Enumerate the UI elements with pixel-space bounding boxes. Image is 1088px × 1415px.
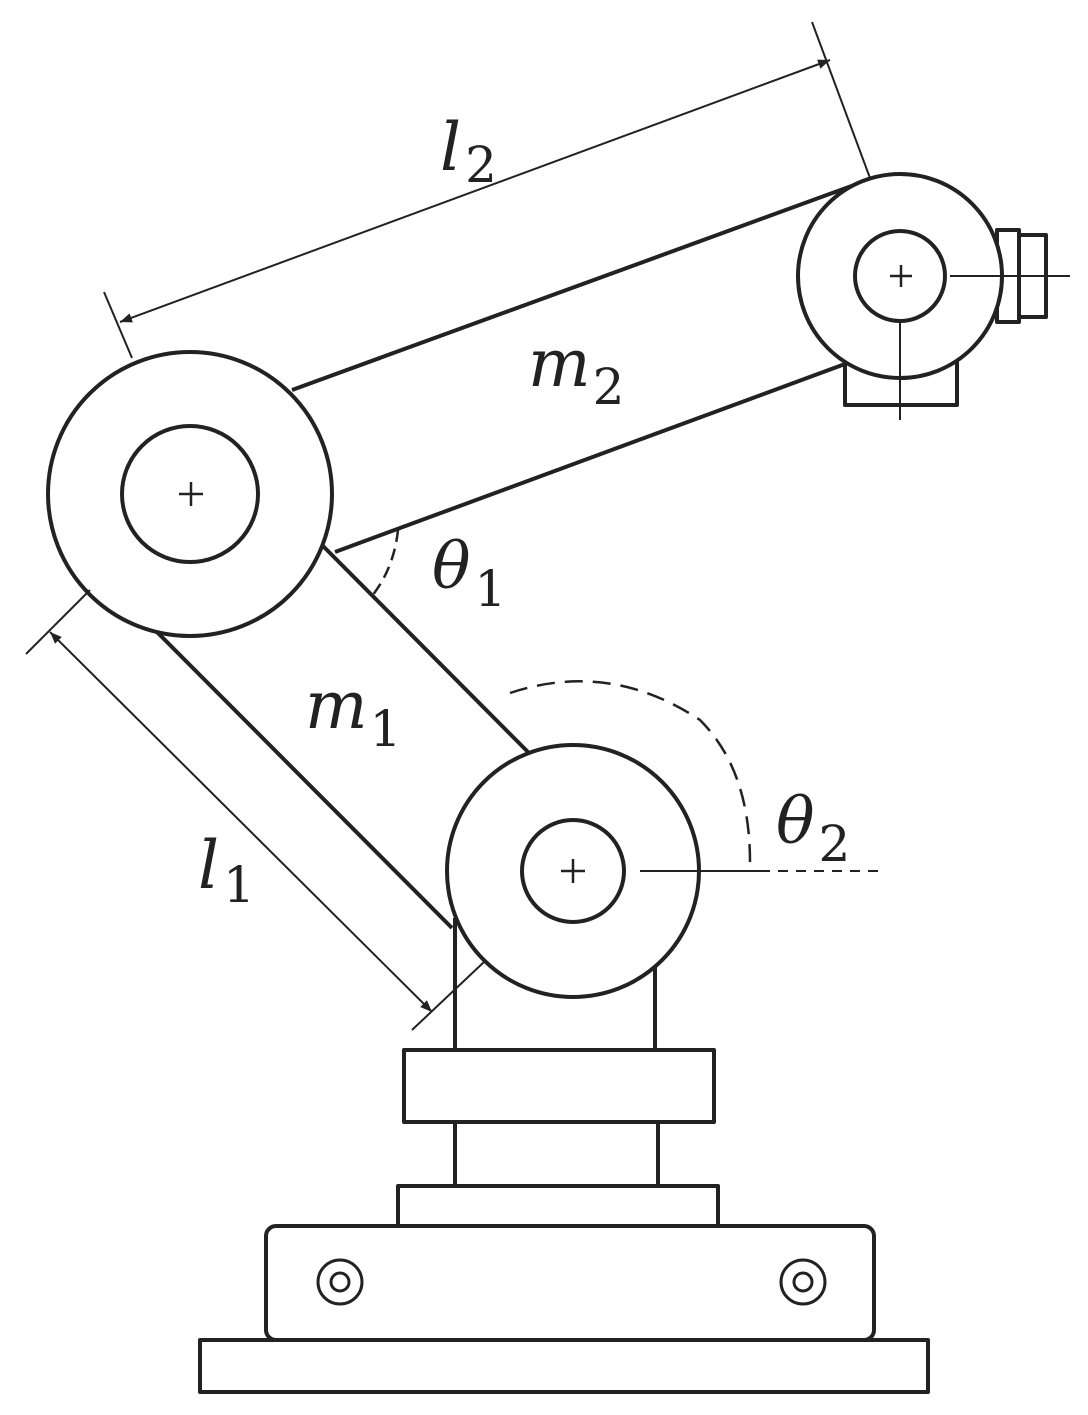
- label-theta1: θ1: [432, 530, 506, 618]
- column-lower: [453, 1120, 660, 1188]
- end-center-plus-icon: [890, 265, 912, 287]
- column-collar: [402, 1048, 716, 1124]
- base-left-bolt-icon: [316, 1258, 364, 1306]
- l2-dimension-line: [119, 59, 831, 323]
- base-right-bolt-inner: [792, 1271, 814, 1293]
- base-left-bolt-inner: [329, 1271, 351, 1293]
- base-right-bolt-icon: [779, 1258, 827, 1306]
- label-l2: l2: [440, 109, 497, 194]
- base-center-plus-icon: [561, 859, 585, 883]
- shoulder-center-plus-icon: [179, 482, 203, 506]
- label-m2: m2: [528, 325, 624, 416]
- label-m1: m1: [305, 667, 401, 758]
- l1-dimension-line: [49, 631, 433, 1013]
- base-top-step: [396, 1184, 720, 1228]
- l2-extension-right: [811, 21, 871, 179]
- link2-bottom-edge: [334, 362, 846, 554]
- shoulder-joint-inner: [120, 424, 260, 564]
- l1-extension-bottom: [411, 961, 485, 1031]
- l1-extension-top: [25, 589, 91, 655]
- base-joint-inner: [520, 818, 626, 924]
- theta2-arc: [509, 680, 752, 863]
- label-l1: l1: [198, 827, 255, 914]
- theta1-arc: [371, 529, 400, 597]
- label-theta2: θ2: [776, 785, 850, 873]
- base-housing: [264, 1224, 876, 1342]
- l2-extension-left: [103, 291, 133, 359]
- base-bottom-plate: [198, 1338, 930, 1394]
- end-joint-inner: [853, 229, 947, 323]
